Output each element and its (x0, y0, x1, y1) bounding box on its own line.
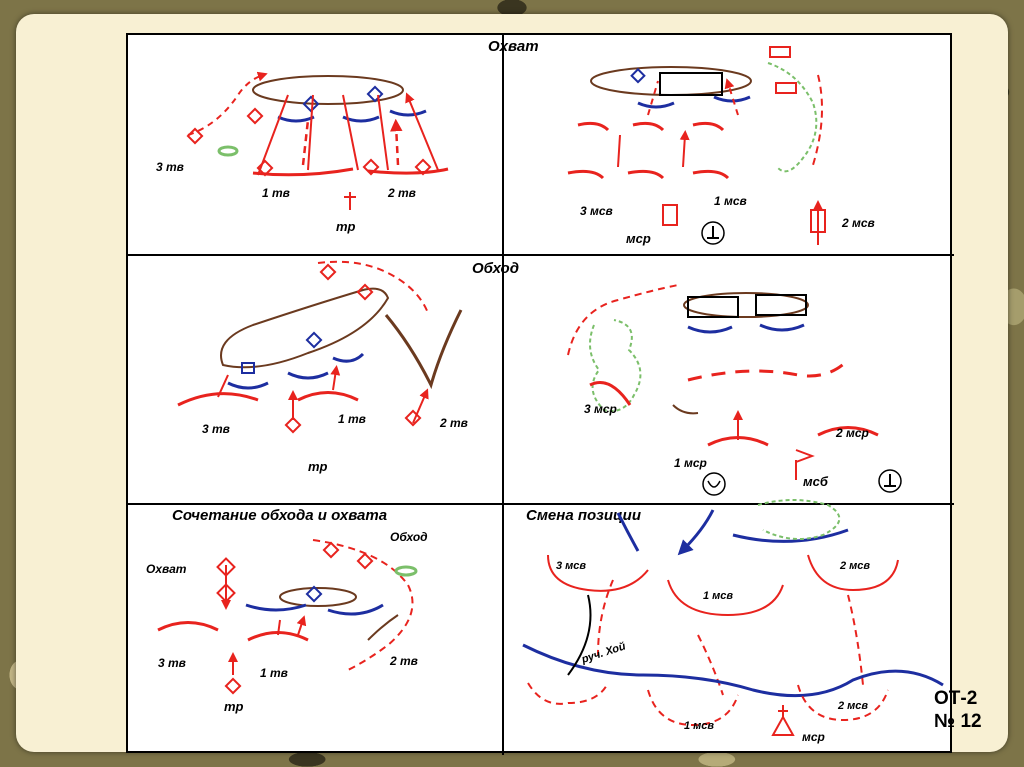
label-q6-stream: руч. Хой (579, 640, 627, 666)
title-position-change: Смена позиции (526, 507, 641, 524)
label-q5-okhvat: Охват (146, 562, 187, 576)
slide-panel: Охват Обход Сочетание обхода и охвата См… (16, 14, 1008, 755)
label-q5-obkhod: Обход (390, 530, 428, 544)
label-q6-msv3: 3 мсв (556, 560, 586, 572)
q5-combined: Охват Обход 3 тв 1 тв 2 тв тр (146, 530, 428, 714)
label-q2-msv2: 2 мсв (841, 216, 875, 230)
label-q6-msv1: 1 мсв (703, 590, 733, 602)
label-q5-tv2: 2 тв (389, 654, 418, 668)
label-q5-tv1: 1 тв (260, 666, 288, 680)
title-bypass: Обход (472, 260, 519, 277)
label-q5-tv3: 3 тв (158, 656, 186, 670)
slide-code-line2: № 12 (934, 711, 982, 732)
q4-bypass-right: 3 мср 1 мср 2 мср мсб (567, 284, 902, 496)
label-q1-tr: тр (336, 219, 356, 234)
label-q4-msr2: 2 мср (835, 426, 869, 440)
enemy-trench (342, 115, 380, 123)
label-q3-tr: тр (308, 459, 328, 474)
enemy-trench (277, 115, 315, 123)
attack-arrows (257, 95, 439, 176)
label-q6-msv1b: 1 мсв (684, 720, 714, 732)
slide-code-line1: ОТ-2 (934, 688, 978, 709)
label-q4-msr3: 3 мср (584, 402, 617, 416)
label-q4-msr1: 1 мср (674, 456, 707, 470)
enemy-strongpoint-contour (252, 75, 404, 105)
q2-envelopment-right: 3 мсв 1 мсв 2 мсв мср (567, 46, 875, 246)
label-q6-msr: мср (802, 730, 825, 744)
enemy-trench (389, 109, 427, 117)
title-combined: Сочетание обхода и охвата (172, 507, 387, 524)
label-q3-tv2: 2 тв (439, 416, 468, 430)
q1-envelopment-left: 3 тв 1 тв 2 тв тр (156, 71, 449, 234)
q6-position-change: 3 мсв 1 мсв 2 мсв руч. Хой 1 мсв 2 мсв м… (522, 499, 944, 744)
label-q4-msb: мсб (803, 474, 829, 489)
tactics-diagram: Охват Обход Сочетание обхода и охвата См… (126, 33, 954, 755)
label-q2-msv3: 3 мсв (580, 204, 613, 218)
label-q3-tv3: 3 тв (202, 422, 230, 436)
slide-code: ОТ-2 № 12 (934, 687, 982, 733)
label-q1-tv2: 2 тв (387, 186, 416, 200)
label-q3-tv1: 1 тв (338, 412, 366, 426)
label-q2-msr: мср (626, 231, 651, 246)
label-q5-tr: тр (224, 699, 244, 714)
label-q2-msv1: 1 мсв (714, 194, 747, 208)
label-q6-msv2b: 2 мсв (837, 700, 868, 712)
label-q1-tv1: 1 тв (262, 186, 290, 200)
title-envelopment: Охват (488, 38, 539, 55)
q3-bypass-left: 3 тв 1 тв 2 тв тр (177, 260, 468, 474)
label-q1-tv3: 3 тв (156, 160, 184, 174)
label-q6-msv2: 2 мсв (839, 560, 870, 572)
